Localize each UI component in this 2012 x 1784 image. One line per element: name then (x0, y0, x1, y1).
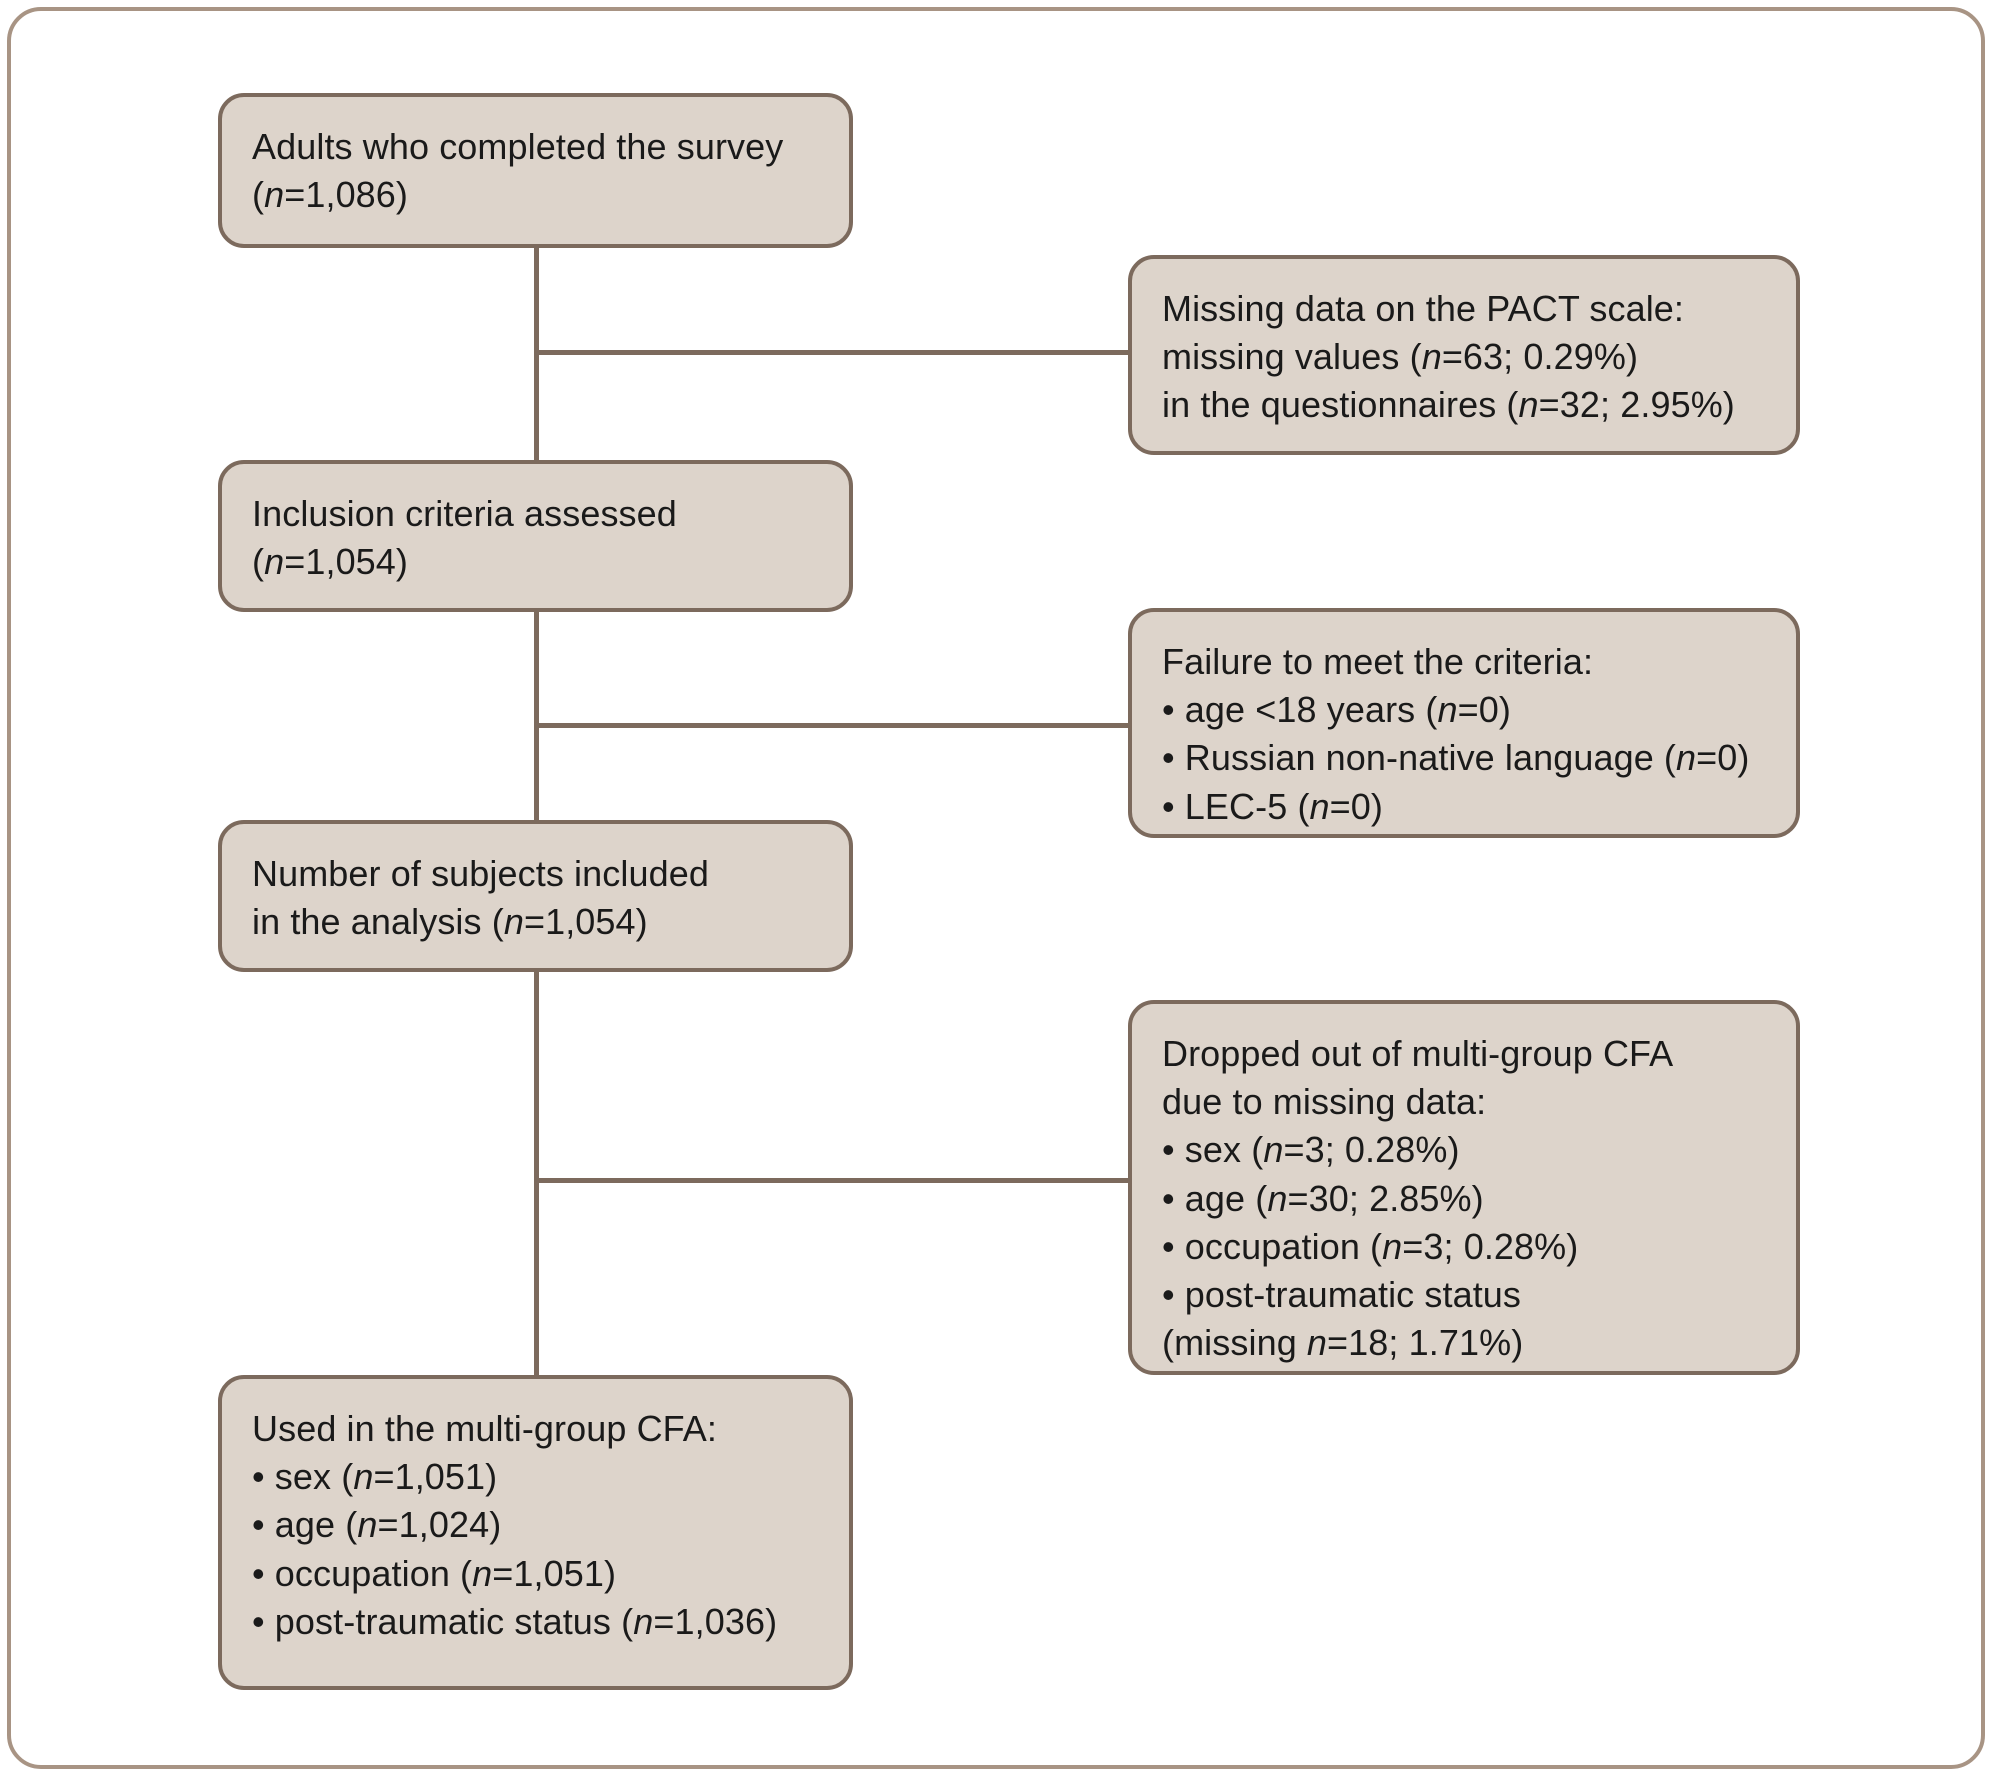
node-missing-data-pact-scale[interactable]: Missing data on the PACT scale: missing … (1128, 255, 1800, 455)
node-line: Used in the multi-group CFA: (252, 1408, 717, 1449)
text-part: ( (252, 174, 265, 216)
node-line: (n=1,086) (252, 171, 819, 219)
text-part: =18; 1.71%) (1327, 1322, 1524, 1364)
text-part: ( (252, 541, 265, 583)
node-line: Adults who completed the survey (252, 126, 784, 167)
text-part: • age <18 years ( (1162, 689, 1438, 731)
text-part: =3; 0.28%) (1283, 1129, 1460, 1171)
node-line: • age (n=1,024) (252, 1501, 819, 1549)
text-part: =0) (1329, 785, 1384, 827)
text-part: in the questionnaires ( (1162, 384, 1519, 426)
text-part: (missing (1162, 1322, 1307, 1364)
text-part: missing values ( (1162, 336, 1422, 378)
node-line: • sex (n=3; 0.28%) (1162, 1126, 1766, 1174)
node-line: • age (n=30; 2.85%) (1162, 1175, 1766, 1223)
node-line: Missing data on the PACT scale: (1162, 288, 1685, 329)
node-used-in-multigroup-cfa[interactable]: Used in the multi-group CFA: • sex (n=1,… (218, 1375, 853, 1690)
italic-n: n (472, 1552, 493, 1594)
text-part: =30; 2.85%) (1287, 1177, 1484, 1219)
italic-n: n (1263, 1129, 1284, 1171)
italic-n: n (503, 901, 524, 943)
node-subjects-included-in-analysis[interactable]: Number of subjects included in the analy… (218, 820, 853, 972)
node-inclusion-criteria-assessed[interactable]: Inclusion criteria assessed (n=1,054) (218, 460, 853, 612)
node-line: • post-traumatic status (1162, 1274, 1522, 1316)
text-part: =1,051) (492, 1552, 617, 1594)
connector-branch-to-e3 (534, 1178, 1134, 1183)
text-part: =1,086) (284, 174, 409, 216)
connector-branch-to-e2 (534, 723, 1134, 728)
text-part: =0) (1457, 689, 1511, 731)
text-part: =1,051) (373, 1456, 498, 1498)
italic-n: n (264, 174, 285, 216)
text-part: =1,024) (377, 1504, 502, 1546)
italic-n: n (353, 1456, 374, 1498)
node-line: • LEC-5 (n=0) (1162, 783, 1766, 831)
node-line: • occupation (n=3; 0.28%) (1162, 1223, 1766, 1271)
node-line: Dropped out of multi-group CFA (1162, 1033, 1674, 1074)
italic-n: n (1267, 1177, 1288, 1219)
node-line: due to missing data: (1162, 1081, 1487, 1123)
node-line: (n=1,054) (252, 538, 819, 586)
italic-n: n (1518, 384, 1539, 426)
text-part: =1,054) (523, 901, 648, 943)
text-part: =0) (1696, 737, 1750, 779)
text-part: • LEC-5 ( (1162, 785, 1310, 827)
node-line: (missing n=18; 1.71%) (1162, 1319, 1766, 1367)
italic-n: n (1306, 1322, 1328, 1364)
italic-n: n (1309, 785, 1330, 827)
text-part: • sex ( (1162, 1129, 1264, 1171)
italic-n: n (1421, 336, 1442, 378)
text-part: • post-traumatic status ( (252, 1600, 634, 1642)
node-line: in the analysis (n=1,054) (252, 898, 819, 946)
italic-n: n (1382, 1225, 1403, 1267)
text-part: • age ( (1162, 1177, 1268, 1219)
node-line: Inclusion criteria assessed (252, 493, 677, 534)
connector-n1-to-n2 (534, 245, 539, 480)
node-line: • sex (n=1,051) (252, 1453, 819, 1501)
italic-n: n (633, 1600, 654, 1642)
node-line: • Russian non-native language (n=0) (1162, 734, 1766, 782)
connector-n3-to-n4 (534, 968, 539, 1376)
node-line: • age <18 years (n=0) (1162, 686, 1766, 734)
text-part: =63; 0.29%) (1441, 336, 1639, 378)
text-part: in the analysis ( (252, 901, 504, 943)
node-adults-completed-survey[interactable]: Adults who completed the survey (n=1,086… (218, 93, 853, 248)
text-part: =1,036) (653, 1600, 778, 1642)
text-part: =32; 2.95%) (1538, 384, 1735, 426)
node-line: missing values (n=63; 0.29%) (1162, 333, 1766, 381)
text-part: • occupation ( (1162, 1225, 1383, 1267)
node-failure-to-meet-criteria[interactable]: Failure to meet the criteria: • age <18 … (1128, 608, 1800, 838)
node-line: Failure to meet the criteria: (1162, 641, 1594, 682)
node-line: • post-traumatic status (n=1,036) (252, 1598, 819, 1646)
italic-n: n (1676, 737, 1697, 779)
italic-n: n (264, 541, 285, 583)
text-part: =3; 0.28%) (1402, 1225, 1579, 1267)
text-part: • age ( (252, 1504, 358, 1546)
connector-branch-to-e1 (534, 350, 1134, 355)
text-part: • Russian non-native language ( (1162, 737, 1677, 779)
node-line: • occupation (n=1,051) (252, 1550, 819, 1598)
italic-n: n (357, 1504, 378, 1546)
text-part: =1,054) (284, 541, 409, 583)
text-part: • occupation ( (252, 1552, 473, 1594)
text-part: • sex ( (252, 1456, 354, 1498)
node-line: Number of subjects included (252, 853, 709, 894)
node-dropped-out-multigroup-cfa[interactable]: Dropped out of multi-group CFA due to mi… (1128, 1000, 1800, 1375)
node-line: in the questionnaires (n=32; 2.95%) (1162, 381, 1766, 429)
italic-n: n (1437, 689, 1458, 731)
